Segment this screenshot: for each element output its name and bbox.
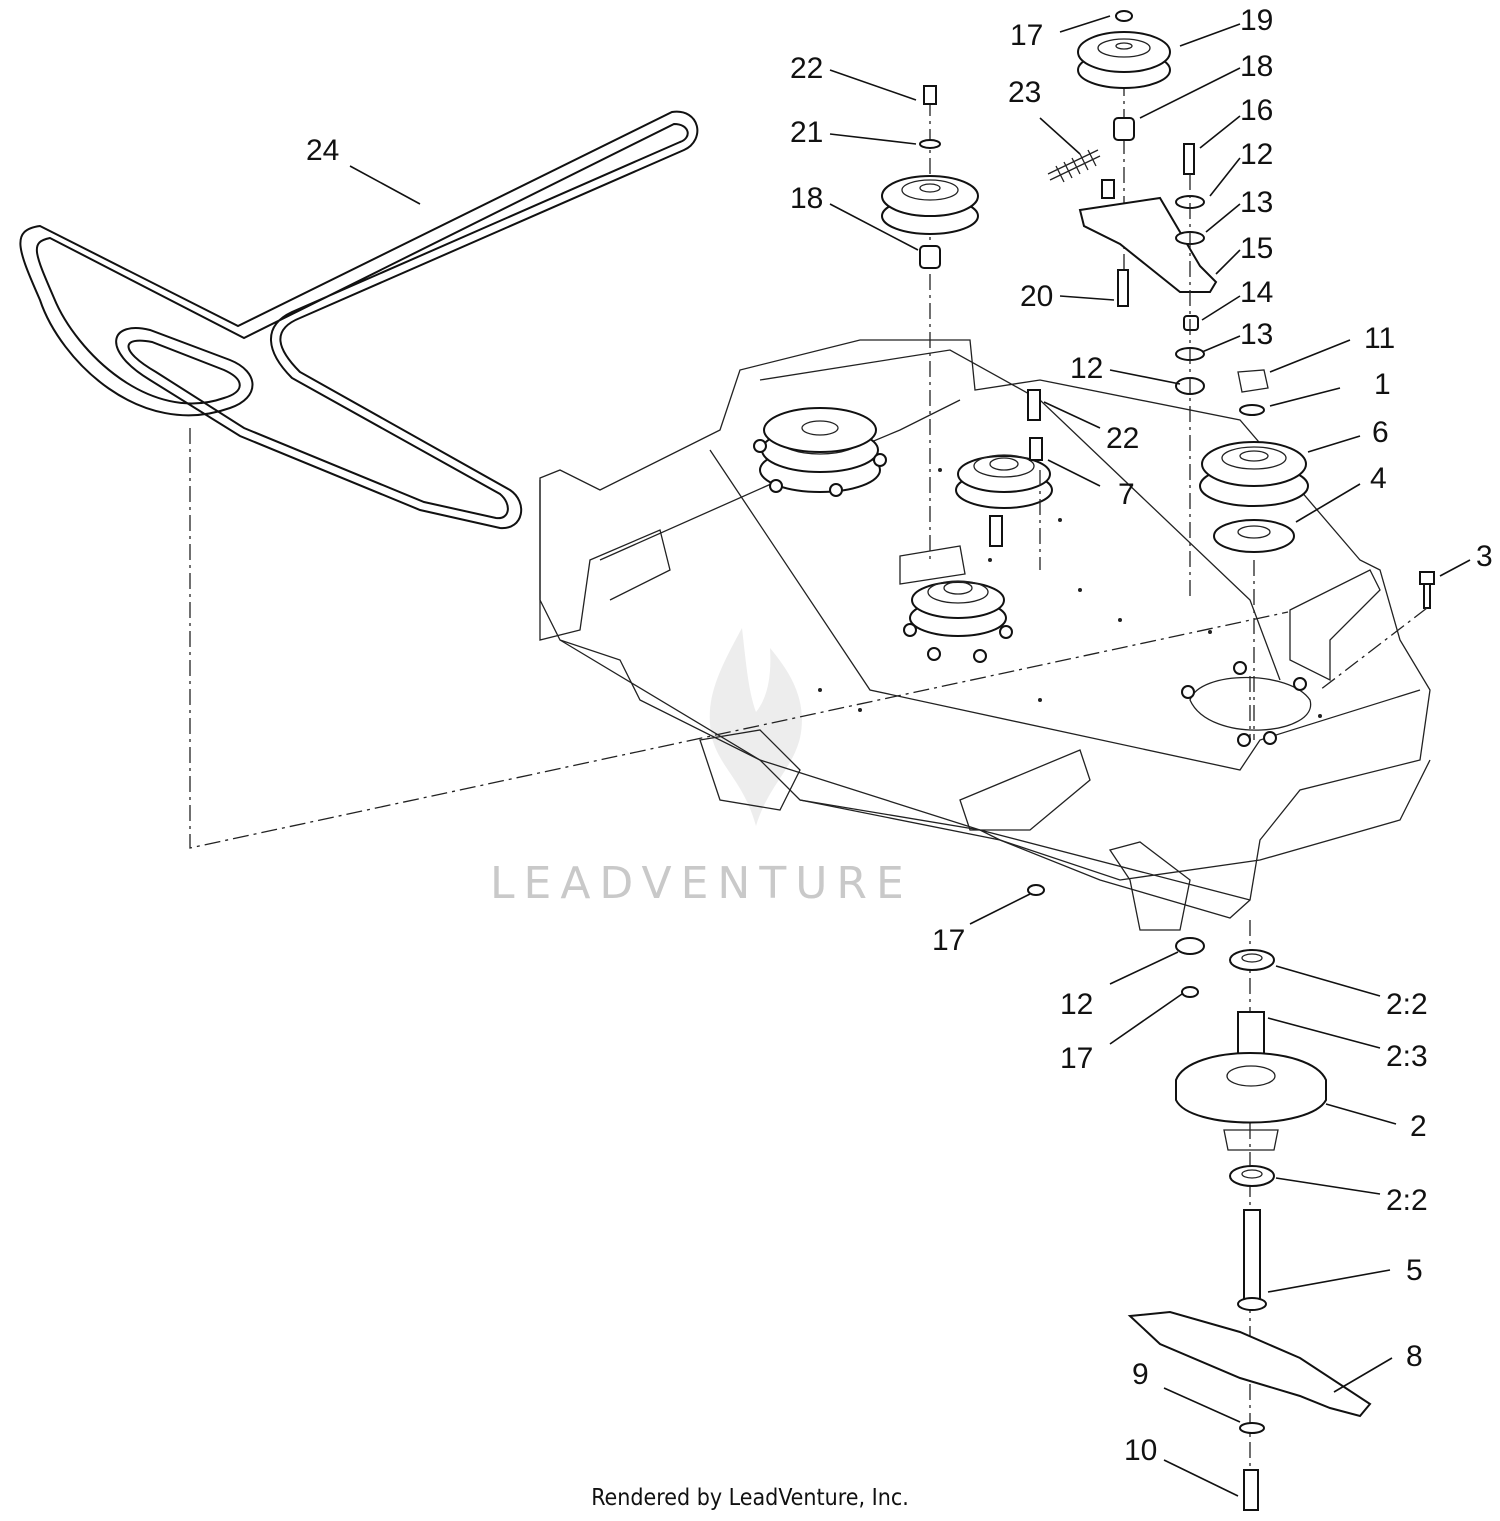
callout-10: 10 (1124, 1434, 1157, 1467)
callout-24: 24 (306, 134, 339, 167)
spindle-assembly (1027, 884, 1372, 1511)
callout-18: 18 (1240, 50, 1273, 83)
callout-13: 13 (1240, 186, 1273, 219)
watermark: LEADVENTURE (490, 628, 913, 909)
upper-left-idler-stack (881, 85, 979, 560)
callouts: 17 19 22 23 18 16 21 12 24 13 18 15 20 1… (306, 4, 1493, 1467)
callout-17: 17 (1060, 1042, 1093, 1075)
left-deck-pulley (753, 407, 887, 497)
watermark-text: LEADVENTURE (490, 858, 913, 909)
callout-17: 17 (932, 924, 965, 957)
callout-2-2: 2:2 (1386, 988, 1428, 1021)
callout-4: 4 (1370, 462, 1387, 495)
callout-19: 19 (1240, 4, 1273, 37)
bolt-22-middle (1027, 389, 1043, 461)
callout-16: 16 (1240, 94, 1273, 127)
leader-lines (349, 15, 1471, 1497)
callout-17: 17 (1010, 19, 1043, 52)
callout-14: 14 (1240, 276, 1273, 309)
callout-12: 12 (1240, 138, 1273, 171)
callout-20: 20 (1020, 280, 1053, 313)
callout-5: 5 (1406, 1254, 1423, 1287)
callout-13: 13 (1240, 318, 1273, 351)
middle-idler-pulley (955, 454, 1053, 570)
callout-8: 8 (1406, 1340, 1423, 1373)
callout-15: 15 (1240, 232, 1273, 265)
right-spindle-pulley-stack (1199, 369, 1309, 740)
callout-6: 6 (1372, 416, 1389, 449)
callout-12: 12 (1060, 988, 1093, 1021)
drive-belt (19, 110, 699, 530)
callout-2-3: 2:3 (1386, 1040, 1428, 1073)
callout-22: 22 (790, 52, 823, 85)
callout-1: 1 (1374, 368, 1391, 401)
callout-12: 12 (1070, 352, 1103, 385)
callout-2: 2 (1410, 1110, 1427, 1143)
callout-11: 11 (1364, 322, 1395, 355)
mower-deck (539, 339, 1431, 931)
render-credit: Rendered by LeadVenture, Inc. (591, 1485, 909, 1511)
callout-3: 3 (1476, 540, 1493, 573)
callout-18: 18 (790, 182, 823, 215)
lower-idler-pulley (899, 545, 1013, 663)
callout-21: 21 (790, 116, 823, 149)
callout-2-2: 2:2 (1386, 1184, 1428, 1217)
callout-23: 23 (1008, 76, 1041, 109)
callout-7: 7 (1118, 478, 1135, 511)
callout-9: 9 (1132, 1358, 1149, 1391)
callout-22: 22 (1106, 422, 1139, 455)
idler-arm-assembly (1047, 10, 1218, 600)
bolt-3 (1319, 571, 1435, 691)
